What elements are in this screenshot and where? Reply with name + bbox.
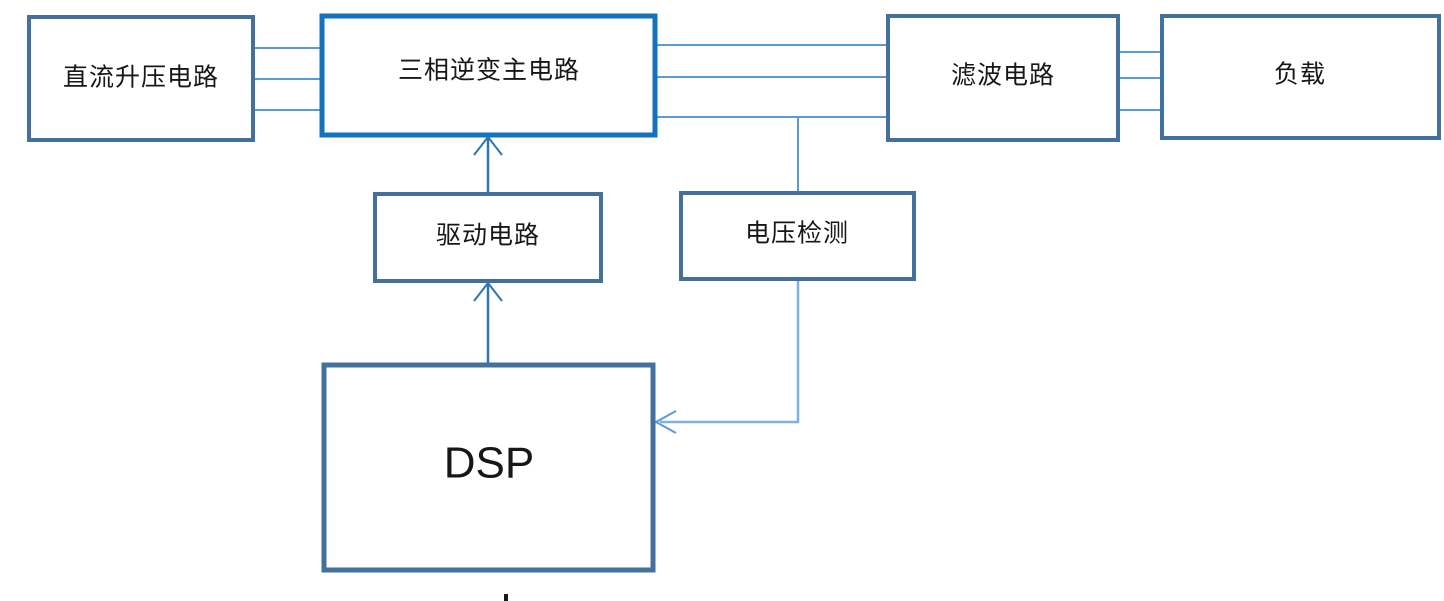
node-three-phase-inverter-main[interactable]: 三相逆变主电路	[319, 13, 658, 138]
connection-voltage-detection-to-dsp	[653, 281, 800, 434]
node-filter-circuit-label: 滤波电路	[951, 62, 1055, 90]
node-drive-circuit[interactable]: 驱动电路	[373, 192, 603, 283]
node-voltage-detection-label: 电压检测	[745, 220, 849, 248]
connection-group-filter-to-load	[1118, 51, 1162, 111]
node-load-label: 负载	[1274, 61, 1326, 89]
bottom-tick-mark	[504, 594, 508, 601]
arrowhead-left-icon	[653, 410, 677, 434]
connection-group-inverter-to-filter	[657, 44, 889, 118]
node-dc-boost[interactable]: 直流升压电路	[27, 15, 255, 142]
node-drive-circuit-label: 驱动电路	[436, 222, 540, 250]
connection-dsp-to-drive	[473, 281, 503, 363]
node-filter-circuit[interactable]: 滤波电路	[886, 14, 1120, 142]
node-load[interactable]: 负载	[1160, 14, 1441, 140]
node-voltage-detection-frame	[679, 191, 916, 281]
node-dsp-frame	[321, 362, 656, 573]
node-load-frame	[1160, 14, 1441, 140]
node-dc-boost-frame	[27, 15, 255, 142]
node-three-phase-inverter-main-label: 三相逆变主电路	[398, 57, 580, 85]
node-filter-circuit-frame	[886, 14, 1120, 142]
node-drive-circuit-frame	[373, 192, 603, 283]
node-dsp[interactable]: DSP	[321, 362, 656, 573]
node-voltage-detection[interactable]: 电压检测	[679, 191, 916, 281]
node-three-phase-inverter-main-frame	[319, 13, 658, 138]
connection-group-boost-to-inverter	[255, 47, 322, 111]
node-dc-boost-label: 直流升压电路	[63, 64, 219, 92]
node-dsp-label: DSP	[444, 439, 534, 488]
connection-drive-to-inverter	[473, 135, 503, 192]
